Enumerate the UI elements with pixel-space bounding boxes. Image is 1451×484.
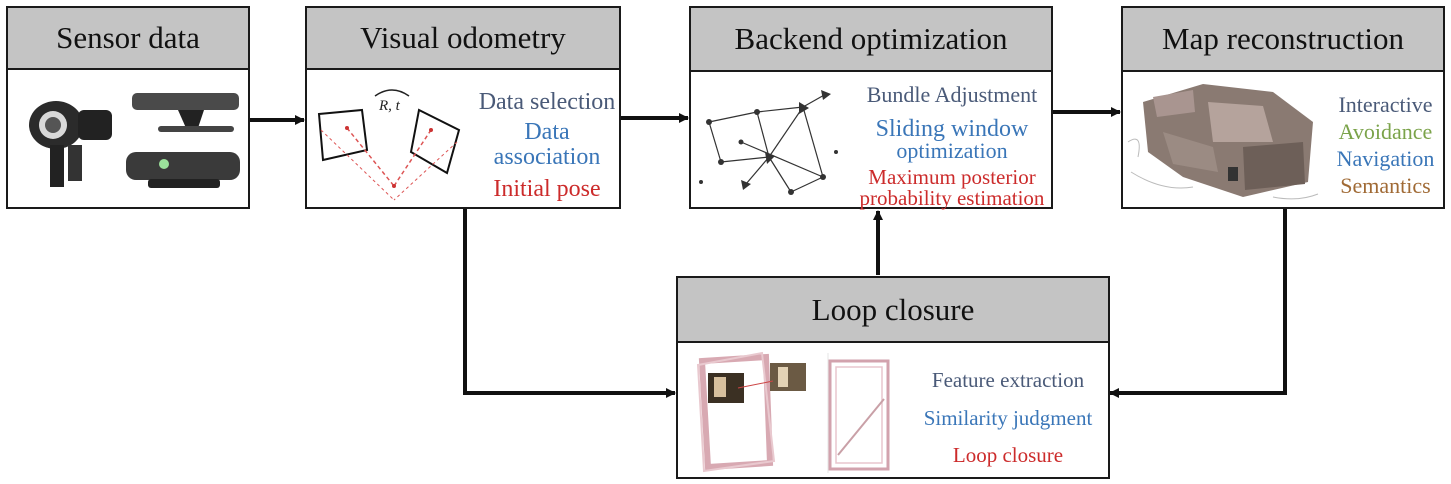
loop-closure-title: Loop closure	[678, 278, 1108, 343]
visual-odometry-title: Visual odometry	[307, 8, 619, 70]
map-reconstruction-block: Map reconstruction Interactive Avoidance…	[1121, 6, 1445, 209]
backend-optimization-title: Backend optimization	[691, 8, 1051, 72]
pose-graph-sketch	[699, 90, 838, 195]
loop-item-similarity-judgment: Similarity judgment	[923, 406, 1093, 430]
map-item-avoidance: Avoidance	[1338, 119, 1433, 144]
map-item-navigation: Navigation	[1336, 146, 1435, 171]
backend-optimization-block: Backend optimization	[689, 6, 1053, 209]
loop-item-loop-closure: Loop closure	[952, 443, 1064, 467]
map-item-interactive: Interactive	[1338, 92, 1433, 117]
vo-item-association: association	[493, 144, 601, 170]
map-item-semantics: Semantics	[1340, 173, 1431, 198]
visual-odometry-block: Visual odometry R, t Data selection Data…	[305, 6, 621, 209]
sensor-data-block: Sensor data	[6, 6, 250, 209]
backend-item-optimization: optimization	[896, 138, 1008, 163]
3d-map-image	[1127, 84, 1319, 200]
pose-label: R, t	[378, 98, 401, 114]
backend-item-bundle-adjustment: Bundle Adjustment	[866, 82, 1038, 107]
webcam-image	[29, 101, 112, 187]
loop-closure-block: Loop closure Feature extraction Similari…	[676, 276, 1110, 479]
arrow-map-to-loop	[1109, 209, 1287, 398]
sensor-images	[8, 70, 248, 207]
vo-item-data: Data	[524, 119, 570, 145]
map-reconstruction-title: Map reconstruction	[1123, 8, 1443, 72]
backend-item-sliding-window: Sliding window	[875, 116, 1029, 142]
backend-item-maximum-posterior: Maximum posterior	[868, 165, 1036, 189]
depth-camera-image	[126, 152, 240, 188]
loop-item-feature-extraction: Feature extraction	[931, 368, 1085, 392]
camera-pose-sketch: R, t	[317, 89, 461, 201]
vo-item-data-selection: Data selection	[478, 89, 616, 115]
vo-item-initial-pose: Initial pose	[493, 176, 601, 202]
depth-camera-image	[132, 93, 239, 132]
sensor-data-title: Sensor data	[8, 8, 248, 70]
loop-trajectory-sketch	[696, 351, 890, 473]
backend-item-probability-estimation: probability estimation	[859, 186, 1045, 210]
arrow-vo-to-loop	[463, 209, 676, 398]
